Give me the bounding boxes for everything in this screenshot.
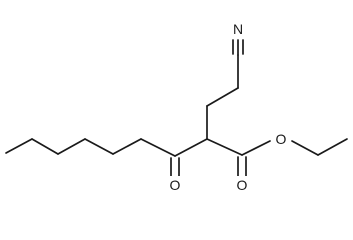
ketone-o-bg bbox=[167, 176, 183, 193]
bond-c2-c3 bbox=[31, 138, 59, 155]
bond-c4-c5 bbox=[84, 138, 114, 155]
bond-ketone-c-alpha bbox=[174, 138, 208, 157]
ketone-o-label: O bbox=[170, 177, 181, 193]
bond-ester-c-ether-o bbox=[241, 140, 271, 156]
nitrile-n-bg bbox=[230, 20, 246, 37]
bond-ch2-ch3 bbox=[317, 138, 348, 156]
ester-ether-o-bg bbox=[273, 131, 290, 148]
bond-c1-c2 bbox=[5, 138, 33, 154]
ester-ether-o-label: O bbox=[276, 131, 287, 147]
bond-c6-ketone-c bbox=[140, 138, 176, 157]
molecule-svg: N O O O bbox=[5, 20, 348, 193]
bond-ether-o-ch2 bbox=[291, 140, 319, 156]
bond-c3-c4 bbox=[57, 138, 86, 155]
ester-carbonyl-o-label: O bbox=[237, 177, 248, 193]
bond-ch2a-ch2b bbox=[206, 87, 239, 107]
nitrile-n-label: N bbox=[233, 21, 243, 37]
structure-diagram: N O O O bbox=[5, 20, 348, 193]
bond-alpha-ester-c bbox=[206, 138, 243, 156]
ester-carbonyl-o-bg bbox=[234, 176, 250, 193]
bond-c5-c6 bbox=[112, 138, 142, 155]
